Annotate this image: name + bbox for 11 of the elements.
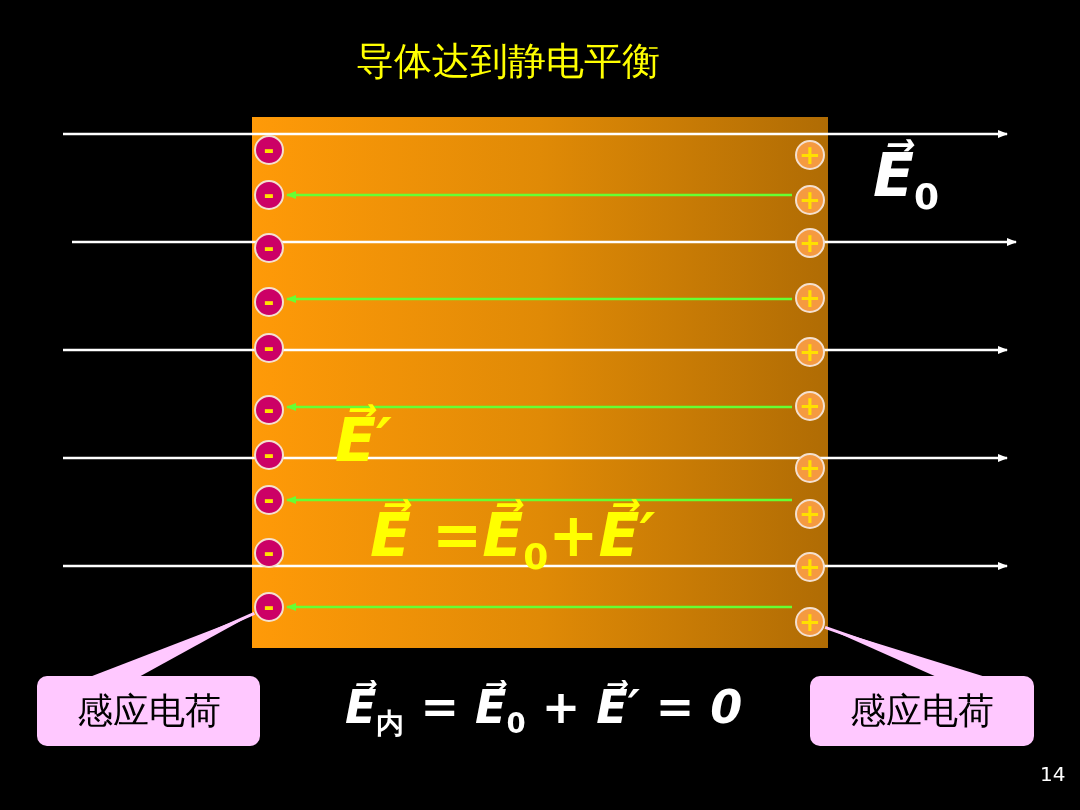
field-line-arrow	[286, 295, 792, 303]
title: 导体达到静电平衡	[355, 38, 661, 85]
field-line-arrow	[286, 496, 792, 504]
field-line-arrow	[286, 403, 792, 411]
callout-bubble: 感应电荷	[810, 676, 1034, 746]
page-number: 14	[1040, 762, 1066, 786]
callout-bubble: 感应电荷	[37, 676, 260, 746]
equation: E⃗$_{内}$ = E⃗$_{0}$ + E⃗′ = 0	[345, 680, 743, 743]
field-symbol: E⃗$_{0}$	[873, 140, 940, 217]
field-line-arrow	[286, 603, 792, 611]
field-line-arrow	[286, 191, 792, 199]
